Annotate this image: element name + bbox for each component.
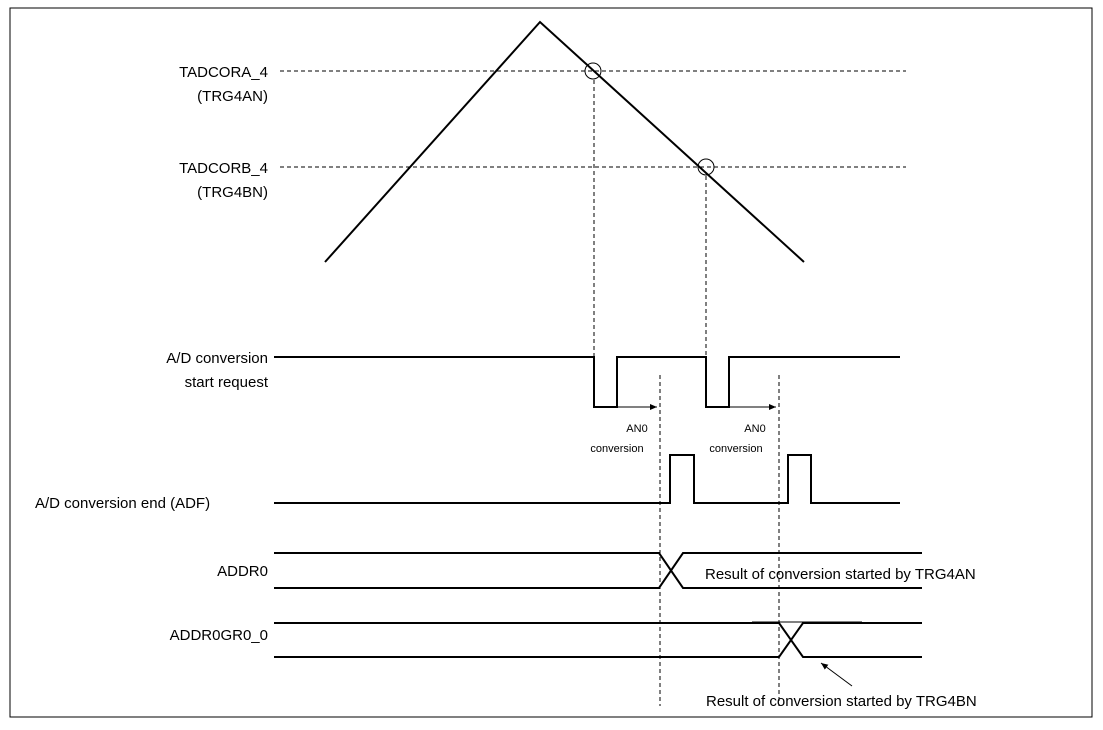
ad-start-request-waveform xyxy=(274,356,900,408)
ad-end-label: A/D conversion end (ADF) xyxy=(35,495,210,512)
diagram-frame xyxy=(9,7,1093,718)
compare-match-b-marker xyxy=(697,158,715,176)
addr0-bus-waveform xyxy=(274,552,922,589)
tadcora-label: TADCORA_4 xyxy=(179,64,268,81)
addr0gr0-label: ADDR0GR0_0 xyxy=(170,627,268,644)
ad-start-label-line2: start request xyxy=(185,374,269,391)
compare-match-a-marker xyxy=(584,62,602,80)
result-trg4bn-label: Result of conversion started by TRG4BN xyxy=(706,693,977,710)
tadcorb-label: TADCORB_4 xyxy=(179,160,268,177)
counter-triangle-waveform xyxy=(324,20,805,263)
addr0-label: ADDR0 xyxy=(217,563,268,580)
adf-waveform xyxy=(274,454,900,504)
an0-b-label: AN0 xyxy=(744,423,765,435)
trg4bn-label: (TRG4BN) xyxy=(197,184,268,201)
conversion-b-label: conversion xyxy=(709,443,762,455)
result-trg4bn-pointer xyxy=(820,662,853,687)
an0-a-label: AN0 xyxy=(626,423,647,435)
conversion-a-label: conversion xyxy=(590,443,643,455)
result-trg4an-label: Result of conversion started by TRG4AN xyxy=(705,566,976,583)
addr0gr0-bus-waveform xyxy=(274,622,922,658)
trg4an-label: (TRG4AN) xyxy=(197,88,268,105)
ad-start-label-line1: A/D conversion xyxy=(166,350,268,367)
